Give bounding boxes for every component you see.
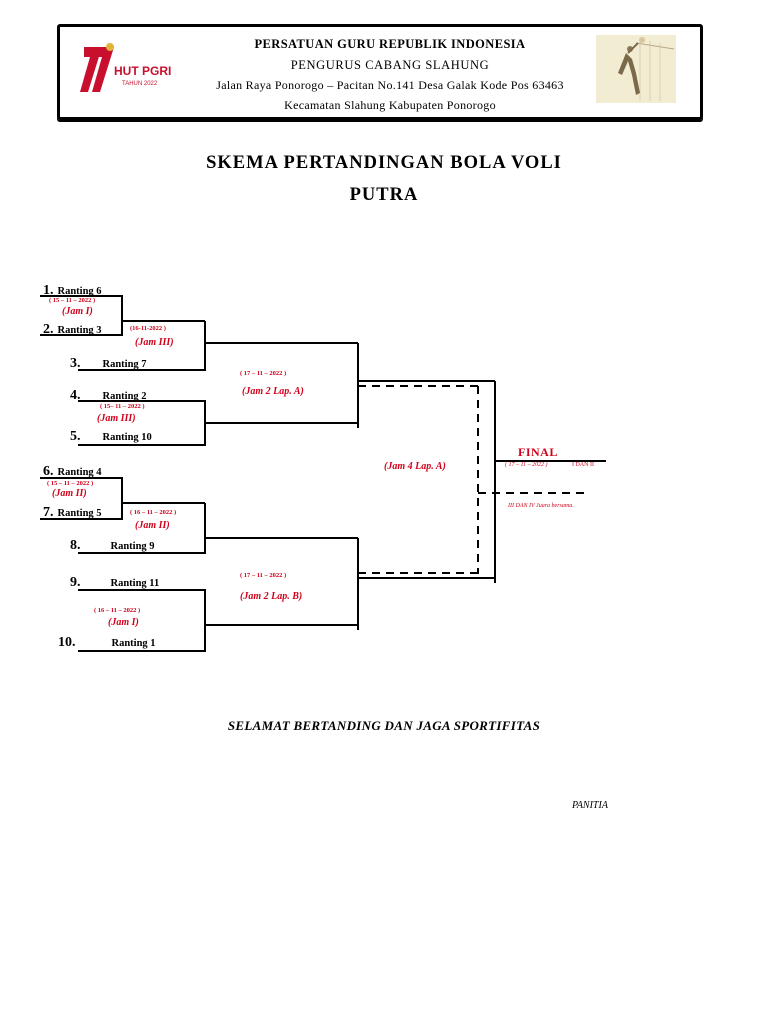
semifinal-a-time: (Jam 2 Lap. A) bbox=[242, 386, 304, 397]
semifinal-b-time: (Jam 2 Lap. B) bbox=[240, 591, 303, 602]
third-place-note: III DAN IV Juara bersama. bbox=[508, 503, 574, 509]
team-number: 3. bbox=[70, 356, 81, 371]
match-time: (Jam III) bbox=[135, 337, 174, 348]
team-entry: 8. Ranting 9 bbox=[70, 536, 155, 554]
match-time: (Jam I) bbox=[108, 617, 139, 628]
match-2-lines bbox=[78, 321, 206, 371]
team-name: Ranting 5 bbox=[57, 508, 102, 519]
team-entry: 9. Ranting 11 bbox=[70, 573, 159, 591]
match-time: (Jam III) bbox=[97, 413, 136, 424]
final-date: ( 17 – 11 – 2022 ) bbox=[505, 462, 548, 468]
team-entry: 7. Ranting 5 bbox=[43, 503, 102, 521]
branch-name: PENGURUS CABANG SLAHUNG bbox=[290, 58, 490, 72]
final-note: I DAN II bbox=[572, 462, 594, 468]
team-entry: 1. Ranting 6 bbox=[43, 281, 102, 299]
team-name: Ranting 9 bbox=[110, 541, 155, 552]
third-place-dashed-lines bbox=[358, 385, 590, 574]
team-number: 5. bbox=[70, 429, 81, 444]
match-date: ( 15 – 11 – 2022 ) bbox=[49, 297, 96, 304]
match-6-lines bbox=[78, 589, 206, 652]
team-number: 2. bbox=[43, 322, 54, 337]
team-name: Ranting 4 bbox=[57, 467, 102, 478]
team-name: Ranting 2 bbox=[102, 391, 147, 402]
match-4-lines bbox=[40, 477, 123, 520]
signature-panitia: PANITIA bbox=[572, 800, 608, 811]
team-name: Ranting 10 bbox=[102, 432, 152, 443]
logo-year: TAHUN 2022 bbox=[122, 81, 158, 87]
volleyball-player-image bbox=[596, 35, 676, 103]
team-number: 10. bbox=[58, 635, 76, 650]
semifinal-a-date: ( 17 – 11 – 2022 ) bbox=[240, 370, 287, 377]
semifinal-b-date: ( 17 – 11 – 2022 ) bbox=[240, 572, 287, 579]
final-label: FINAL bbox=[518, 445, 558, 459]
match-date: ( 16 – 11 – 2022 ) bbox=[130, 509, 177, 516]
match-date: ( 15– 11 – 2022 ) bbox=[100, 403, 145, 410]
match-date: ( 15 – 11 – 2022 ) bbox=[47, 480, 94, 487]
team-name: Ranting 1 bbox=[111, 638, 156, 649]
team-number: 8. bbox=[70, 538, 81, 553]
team-entry: 10. Ranting 1 bbox=[58, 633, 156, 651]
team-number: 7. bbox=[43, 505, 54, 520]
letterhead: HUT PGRI TAHUN 2022 PERSATUAN GURU REPUB… bbox=[57, 24, 703, 120]
team-entry: 2. Ranting 3 bbox=[43, 320, 102, 338]
match-time: (Jam I) bbox=[62, 306, 93, 317]
team-number: 6. bbox=[43, 464, 54, 479]
org-name: PERSATUAN GURU REPUBLIK INDONESIA bbox=[254, 37, 526, 51]
team-entry: 3. Ranting 7 bbox=[70, 354, 147, 372]
team-name: Ranting 11 bbox=[110, 578, 160, 589]
page-subtitle: PUTRA bbox=[349, 185, 419, 205]
district: Kecamatan Slahung Kabupaten Ponorogo bbox=[284, 98, 496, 112]
team-number: 1. bbox=[43, 283, 54, 298]
team-number: 9. bbox=[70, 575, 81, 590]
closing-message: SELAMAT BERTANDING DAN JAGA SPORTIFITAS bbox=[227, 718, 541, 733]
team-entry: 6. Ranting 4 bbox=[43, 462, 102, 480]
match-time: (Jam II) bbox=[135, 520, 170, 531]
match-date: ( 16 – 11 – 2022 ) bbox=[94, 607, 141, 614]
page-title: SKEMA PERTANDINGAN BOLA VOLI bbox=[206, 153, 562, 173]
match-time: (Jam II) bbox=[52, 488, 87, 499]
team-entry: 4. Ranting 2 bbox=[70, 386, 147, 404]
team-entry: 5. Ranting 10 bbox=[70, 427, 152, 445]
team-name: Ranting 7 bbox=[102, 359, 147, 370]
team-name: Ranting 6 bbox=[57, 286, 102, 297]
match-date: (16-11-2022 ) bbox=[130, 325, 166, 332]
final-round-time: (Jam 4 Lap. A) bbox=[384, 461, 446, 472]
logo-text: HUT PGRI bbox=[114, 64, 171, 78]
match-5-lines bbox=[78, 503, 206, 554]
hut-pgri-logo: HUT PGRI TAHUN 2022 bbox=[74, 37, 179, 102]
team-name: Ranting 3 bbox=[57, 325, 102, 336]
address: Jalan Raya Ponorogo – Pacitan No.141 Des… bbox=[216, 78, 564, 92]
match-1-lines bbox=[40, 295, 123, 336]
team-number: 4. bbox=[70, 388, 81, 403]
